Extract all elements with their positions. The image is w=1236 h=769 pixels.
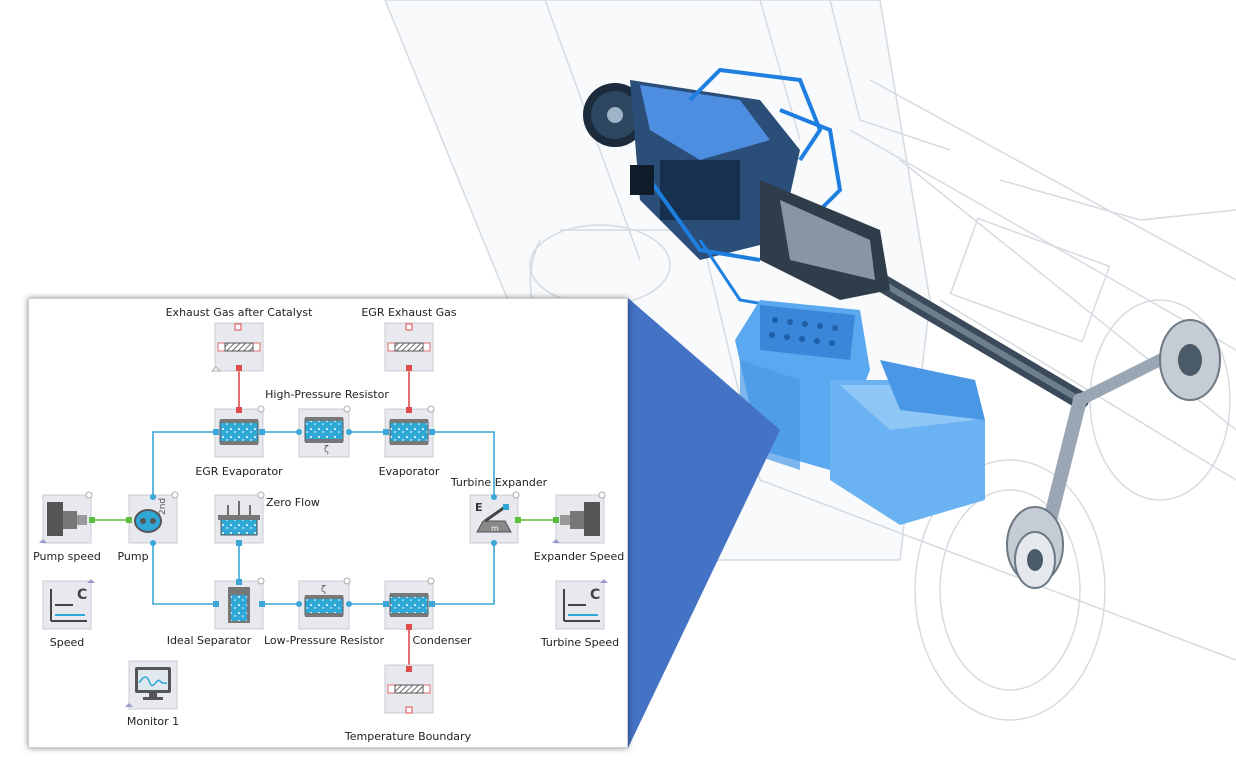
- label-monitor-1: Monitor 1: [126, 715, 180, 728]
- ideal-separator-block[interactable]: [213, 577, 265, 630]
- svg-text:E: E: [475, 501, 483, 514]
- fluid-line-evap-to-turbine: [434, 431, 495, 514]
- thermal-lines: [238, 369, 410, 671]
- fluid-line-turbine-to-cond: [434, 545, 495, 605]
- low-pressure-resistor-block[interactable]: ζ: [296, 577, 352, 630]
- pump-speed-block[interactable]: [39, 491, 95, 544]
- label-pump-speed: Pump speed: [33, 550, 101, 563]
- zero-flow-block[interactable]: [214, 491, 265, 546]
- label-evaporator: Evaporator: [378, 465, 440, 478]
- expander-speed-block[interactable]: [552, 491, 606, 544]
- fluid-lines: [152, 431, 495, 605]
- fluid-line-pump-to-egr: [152, 431, 216, 499]
- label-temperature-boundary: Temperature Boundary: [344, 730, 472, 743]
- svg-text:ζ: ζ: [321, 585, 326, 595]
- diagram-panel: ζ: [28, 298, 628, 748]
- label-low-pressure-resistor: Low-Pressure Resistor: [263, 634, 385, 647]
- evaporator-block[interactable]: [383, 405, 435, 458]
- label-turbine-speed: Turbine Speed: [540, 636, 620, 649]
- svg-text:2nd: 2nd: [158, 498, 168, 515]
- label-egr-exhaust-gas: EGR Exhaust Gas: [361, 306, 457, 319]
- svg-text:C: C: [77, 587, 87, 603]
- egr-exhaust-gas-block[interactable]: [384, 322, 434, 372]
- label-turbine-expander: Turbine Expander: [450, 476, 548, 489]
- svg-text:ζ: ζ: [324, 445, 329, 455]
- label-condenser: Condenser: [412, 634, 472, 647]
- svg-text:m: m: [491, 524, 499, 533]
- diagram-canvas: ζ: [39, 322, 608, 714]
- temperature-boundary-block[interactable]: [384, 664, 434, 714]
- label-exhaust-gas-after-catalyst: Exhaust Gas after Catalyst: [165, 306, 313, 319]
- label-pump: Pump: [117, 550, 149, 563]
- label-egr-evaporator: EGR Evaporator: [195, 465, 283, 478]
- condenser-block[interactable]: [383, 577, 435, 630]
- exhaust-gas-after-catalyst-block[interactable]: [210, 322, 264, 372]
- fluid-line-sep-to-pump: [152, 543, 216, 605]
- label-expander-speed: Expander Speed: [533, 550, 625, 563]
- turbine-expander-block[interactable]: E m: [469, 491, 521, 546]
- turbine-speed-block[interactable]: C: [555, 579, 608, 630]
- speed-block[interactable]: C: [42, 579, 95, 630]
- label-ideal-separator: Ideal Separator: [166, 634, 252, 647]
- high-pressure-resistor-block[interactable]: ζ: [296, 405, 352, 458]
- svg-text:C: C: [590, 587, 600, 603]
- label-high-pressure-resistor: High-Pressure Resistor: [265, 388, 389, 401]
- monitor-block[interactable]: [125, 660, 178, 710]
- label-speed: Speed: [49, 636, 85, 649]
- egr-evaporator-block[interactable]: [213, 405, 265, 458]
- label-zero-flow: Zero Flow: [266, 496, 320, 509]
- pump-block[interactable]: 2nd: [126, 491, 179, 546]
